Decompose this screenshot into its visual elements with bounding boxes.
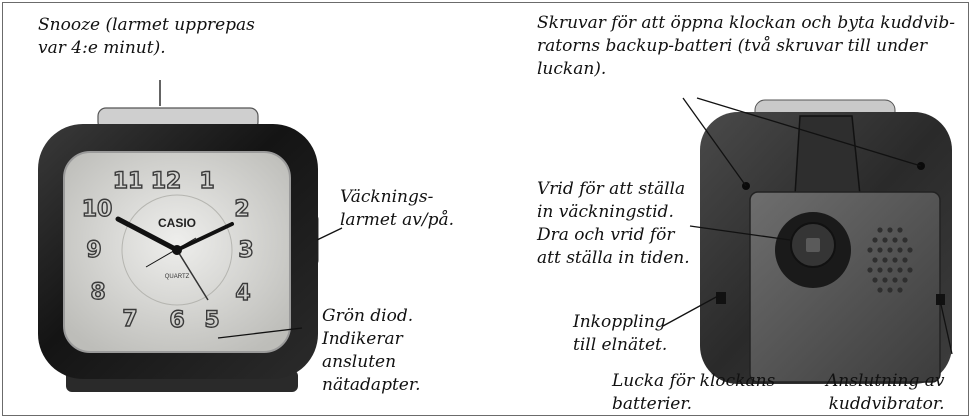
numeral-10: 10 [82,197,113,222]
numeral-6: 6 [169,308,184,333]
caption-alarm-switch: Väcknings- larmet av/på. [340,186,454,232]
hand-hub [172,245,182,255]
caption-vibrator-port: Anslutning av kuddvibrator. [826,370,945,416]
numeral-4: 4 [235,281,250,306]
numeral-1: 1 [199,169,214,194]
front-clock: 12 1 2 3 4 5 6 7 8 9 10 11 CASIO QUARTZ [38,108,318,392]
numeral-2: 2 [234,197,249,222]
numeral-9: 9 [86,238,101,263]
numeral-11: 11 [113,169,144,194]
caption-mains: Inkoppling till elnätet. [573,311,667,357]
caption-green-led: Grön diod. Indikerar ansluten nätadapter… [322,305,421,397]
numeral-8: 8 [90,280,105,305]
back-clock [700,100,952,384]
dial-quartz-label: QUARTZ [165,274,190,280]
caption-snooze: Snooze (larmet upprepas var 4:e minut). [38,14,255,60]
leader-alarm-switch [317,228,342,240]
mains-socket [716,292,726,304]
caption-screws: Skruvar för att öppna klockan och byta k… [537,12,955,81]
battery-cover [750,192,940,382]
brand-logo: CASIO [158,216,196,230]
caption-battery-cover: Lucka för klockans batterier. [612,370,775,416]
caption-knob: Vrid för att ställa in väckningstid. Dra… [537,178,690,270]
top-clip [795,116,860,195]
numeral-12: 12 [151,169,182,194]
numeral-3: 3 [238,238,253,263]
numeral-7: 7 [122,307,137,332]
alarm-knob-center [806,238,820,252]
numeral-5: 5 [204,308,219,333]
